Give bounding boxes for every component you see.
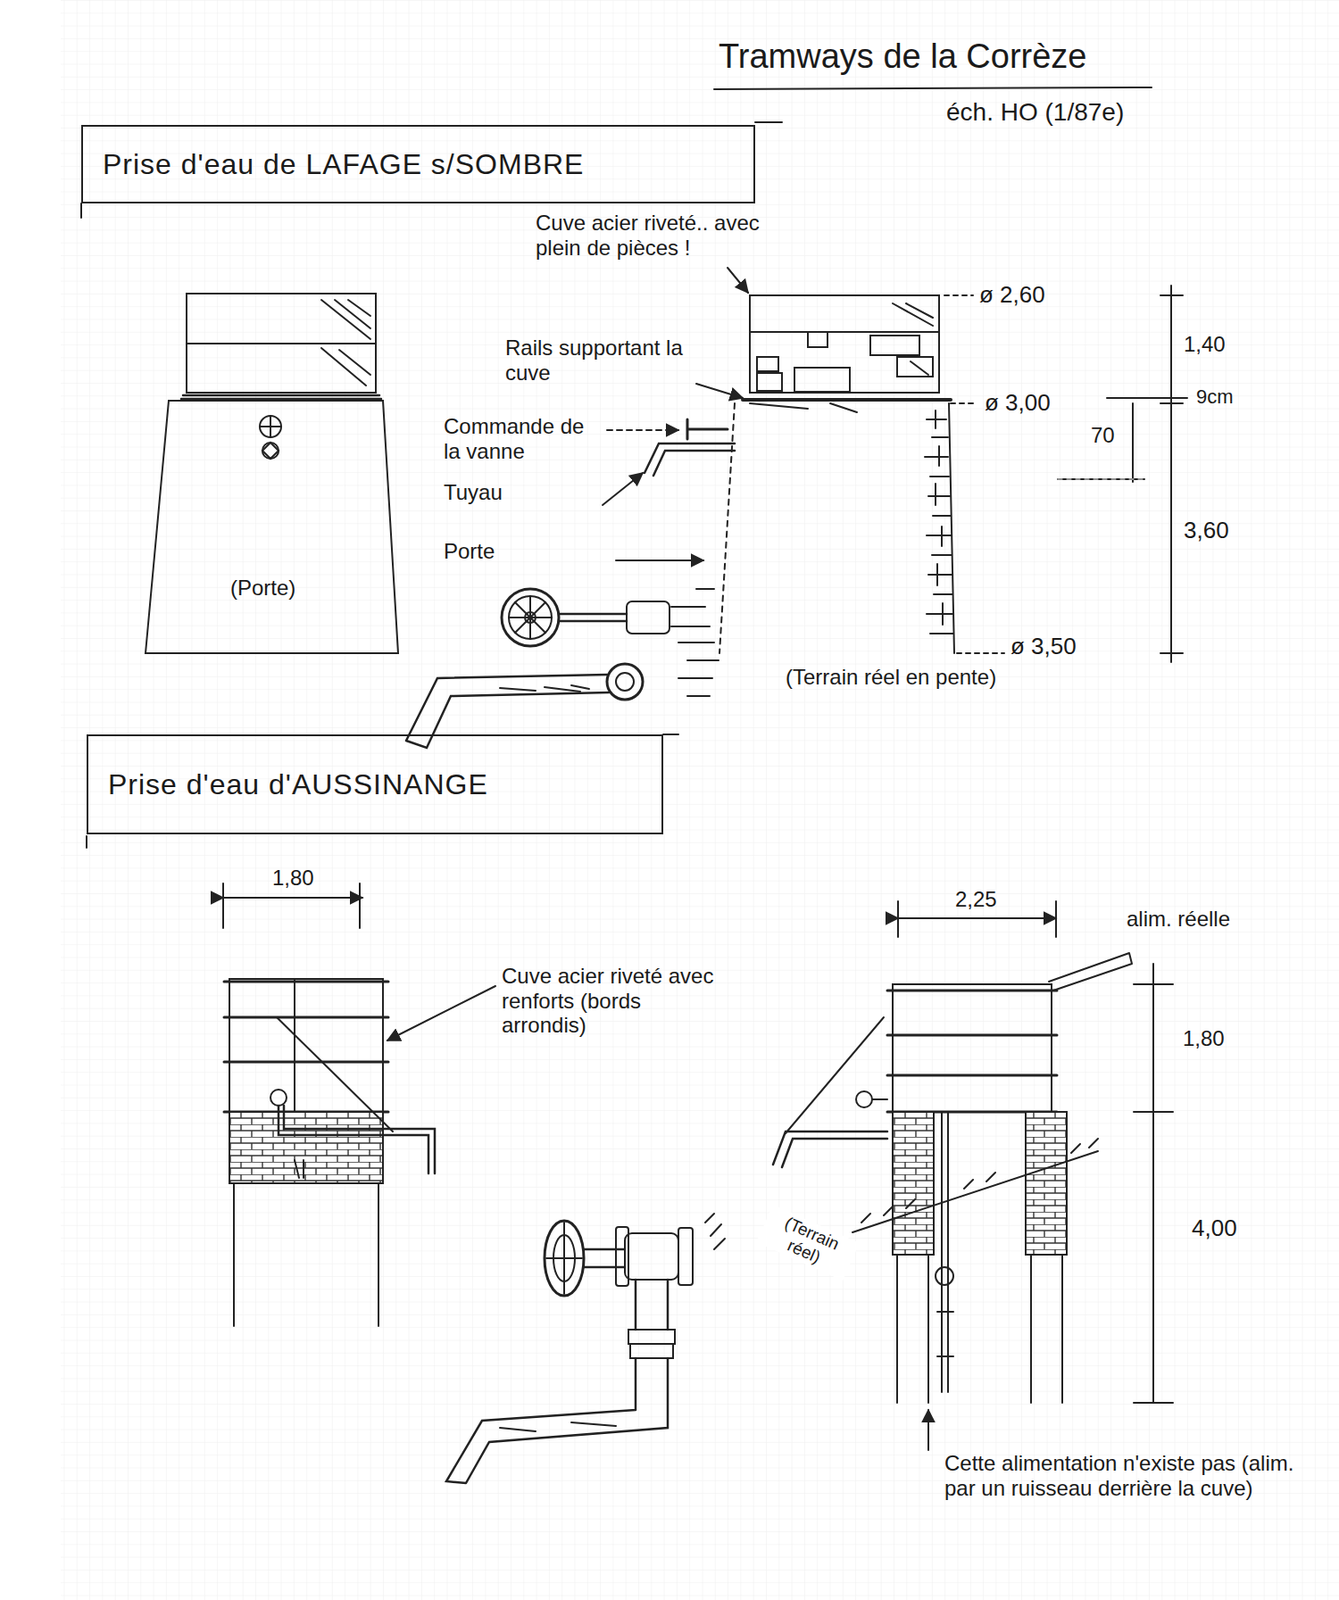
annotation-label: 3,60 [1183, 517, 1230, 545]
annotation-label: Rails supportant la cuve [505, 335, 729, 385]
sheet-title: Tramways de la Corrèze [718, 37, 1088, 77]
annotation-label: 4,00 [1191, 1215, 1238, 1243]
box-title: Prise d'eau de LAFAGE s/SOMBRE [102, 148, 584, 182]
annotation-label: Cuve acier riveté avec renforts (bords a… [501, 964, 716, 1039]
title-box: Prise d'eau de LAFAGE s/SOMBRE [81, 124, 756, 204]
annotation-label: (Porte) [230, 575, 296, 601]
box-title: Prise d'eau d'AUSSINANGE [108, 768, 489, 802]
annotation-label: Cuve acier riveté.. avec plein de pièces… [535, 210, 795, 260]
annotation-label: 2,25 [955, 887, 998, 913]
annotation-label: Porte [443, 539, 495, 565]
annotation-label: éch. HO (1/87e) [946, 98, 1124, 127]
annotation-label: (Terrain réel en pente) [785, 665, 997, 691]
annotation-label: Tuyau [443, 480, 503, 506]
annotation-label: 1,80 [272, 865, 315, 891]
annotation-label: ø 3,00 [984, 390, 1051, 417]
annotation-label: 70 [1090, 423, 1115, 449]
annotation-label: Commande de la vanne [443, 414, 600, 464]
annotation-label: 1,80 [1182, 1026, 1225, 1052]
annotation-label: 9cm [1196, 385, 1234, 408]
annotation-label: ø 2,60 [979, 282, 1046, 309]
title-box: Prise d'eau d'AUSSINANGE [86, 734, 664, 835]
annotation-label: 1,40 [1183, 332, 1226, 358]
annotation-label: alim. réelle [1126, 906, 1231, 932]
annotation-label: Cette alimentation n'existe pas (alim. p… [944, 1451, 1320, 1501]
annotation-label: ø 3,50 [1010, 633, 1077, 661]
